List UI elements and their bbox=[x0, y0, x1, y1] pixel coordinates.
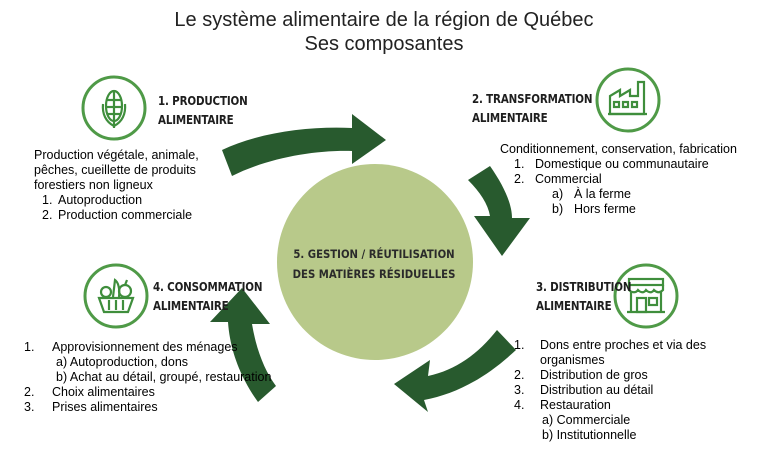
center-label-line-1: 5. GESTION / RÉUTILISATION bbox=[293, 247, 455, 261]
line: a) À la ferme bbox=[500, 187, 762, 202]
line-marker: 2. bbox=[514, 172, 525, 186]
line-marker: a) bbox=[552, 187, 564, 201]
line-text: Autoproduction bbox=[58, 193, 143, 207]
heading-transformation-line-1: 2. TRANSFORMATION bbox=[472, 92, 593, 106]
line-text: Production commerciale bbox=[58, 208, 193, 222]
line-text: Dons entre proches et via des bbox=[540, 338, 707, 352]
center-label: 5. GESTION / RÉUTILISATION DES MATIÈRES … bbox=[288, 244, 460, 284]
line-text: a) Autoproduction, dons bbox=[56, 355, 189, 369]
line: Production végétale, animale, bbox=[34, 148, 244, 163]
line-marker: 2. bbox=[514, 368, 525, 382]
arrow-production-to-transformation bbox=[222, 114, 386, 176]
line-text: a) Commerciale bbox=[542, 413, 631, 427]
line: a) Commerciale bbox=[514, 413, 764, 428]
heading-distribution: 3. DISTRIBUTION ALIMENTAIRE bbox=[536, 278, 631, 316]
line-marker: 1. bbox=[42, 193, 53, 207]
heading-consommation-line-2: ALIMENTAIRE bbox=[153, 299, 229, 313]
line-text: Choix alimentaires bbox=[52, 385, 155, 399]
line: 2. Production commerciale bbox=[34, 208, 244, 223]
diagram-title: Le système alimentaire de la région de Q… bbox=[0, 8, 768, 56]
heading-transformation-line-2: ALIMENTAIRE bbox=[472, 111, 548, 125]
line-text: Conditionnement, conservation, fabricati… bbox=[500, 142, 737, 156]
line-marker: 3. bbox=[514, 383, 525, 397]
heading-transformation: 2. TRANSFORMATION ALIMENTAIRE bbox=[472, 90, 593, 128]
title-line-2: Ses composantes bbox=[304, 33, 464, 55]
line-text: Prises alimentaires bbox=[52, 400, 158, 414]
heading-production-line-2: ALIMENTAIRE bbox=[158, 113, 234, 127]
line: 3. Prises alimentaires bbox=[24, 400, 304, 415]
line-text: organismes bbox=[540, 353, 605, 367]
arrow-distribution-to-consommation bbox=[394, 330, 516, 412]
line-text: Domestique ou communautaire bbox=[535, 157, 709, 171]
line: forestiers non ligneux bbox=[34, 178, 244, 193]
line-text: forestiers non ligneux bbox=[34, 178, 153, 192]
line: 3. Distribution au détail bbox=[514, 383, 764, 398]
food-basket-icon bbox=[83, 263, 149, 329]
line-text: pêches, cueillette de produits bbox=[34, 163, 196, 177]
line: b) Achat au détail, groupé, restauration bbox=[24, 370, 304, 385]
line: 2. Commercial bbox=[500, 172, 762, 187]
arrow-consommation-to-production bbox=[210, 288, 276, 402]
heading-production: 1. PRODUCTION ALIMENTAIRE bbox=[158, 92, 248, 130]
line: b) Hors ferme bbox=[500, 202, 762, 217]
text-distribution: 1. Dons entre proches et via des organism… bbox=[514, 338, 764, 443]
line: 1. Autoproduction bbox=[34, 193, 244, 208]
line-marker: 1. bbox=[24, 340, 35, 354]
line-marker: 2. bbox=[24, 385, 35, 399]
line-text: Commercial bbox=[535, 172, 602, 186]
arrow-transformation-to-distribution bbox=[468, 166, 530, 256]
corn-icon bbox=[81, 75, 147, 141]
text-consommation: 1. Approvisionnement des ménages a) Autop… bbox=[24, 340, 304, 415]
center-label-line-2: DES MATIÈRES RÉSIDUELLES bbox=[292, 267, 456, 281]
line: Conditionnement, conservation, fabricati… bbox=[500, 142, 762, 157]
heading-consommation-line-1: 4. CONSOMMATION bbox=[153, 280, 263, 294]
line: 1. Dons entre proches et via des bbox=[514, 338, 764, 353]
line-marker: b) bbox=[552, 202, 564, 216]
line-text: b) Achat au détail, groupé, restauration bbox=[56, 370, 272, 384]
line: 1. Approvisionnement des ménages bbox=[24, 340, 304, 355]
heading-production-line-1: 1. PRODUCTION bbox=[158, 94, 248, 108]
line: 2. Choix alimentaires bbox=[24, 385, 304, 400]
line: b) Institutionnelle bbox=[514, 428, 764, 443]
line-text: Distribution de gros bbox=[540, 368, 648, 382]
heading-distribution-line-1: 3. DISTRIBUTION bbox=[536, 280, 632, 294]
text-transformation: Conditionnement, conservation, fabricati… bbox=[500, 142, 762, 217]
line-text: Restauration bbox=[540, 398, 611, 412]
line-text: Hors ferme bbox=[574, 202, 636, 216]
line: 1. Domestique ou communautaire bbox=[500, 157, 762, 172]
heading-consommation: 4. CONSOMMATION ALIMENTAIRE bbox=[153, 278, 262, 316]
line-marker: 1. bbox=[514, 157, 525, 171]
line-marker: 1. bbox=[514, 338, 525, 352]
store-icon bbox=[613, 263, 679, 329]
line-text: À la ferme bbox=[574, 187, 631, 201]
line-text: Production végétale, animale, bbox=[34, 148, 199, 162]
factory-icon bbox=[595, 67, 661, 133]
line-text: b) Institutionnelle bbox=[542, 428, 637, 442]
line: a) Autoproduction, dons bbox=[24, 355, 304, 370]
line-marker: 3. bbox=[24, 400, 35, 414]
center-circle bbox=[277, 164, 473, 360]
line-text: Distribution au détail bbox=[540, 383, 654, 397]
line: pêches, cueillette de produits bbox=[34, 163, 244, 178]
line-marker: 2. bbox=[42, 208, 53, 222]
text-production: Production végétale, animale, pêches, cu… bbox=[34, 148, 244, 223]
heading-distribution-line-2: ALIMENTAIRE bbox=[536, 299, 612, 313]
line: organismes bbox=[514, 353, 764, 368]
line-text: Approvisionnement des ménages bbox=[52, 340, 238, 354]
line: 4. Restauration bbox=[514, 398, 764, 413]
line: 2. Distribution de gros bbox=[514, 368, 764, 383]
title-line-1: Le système alimentaire de la région de Q… bbox=[174, 9, 594, 31]
line-marker: 4. bbox=[514, 398, 525, 412]
